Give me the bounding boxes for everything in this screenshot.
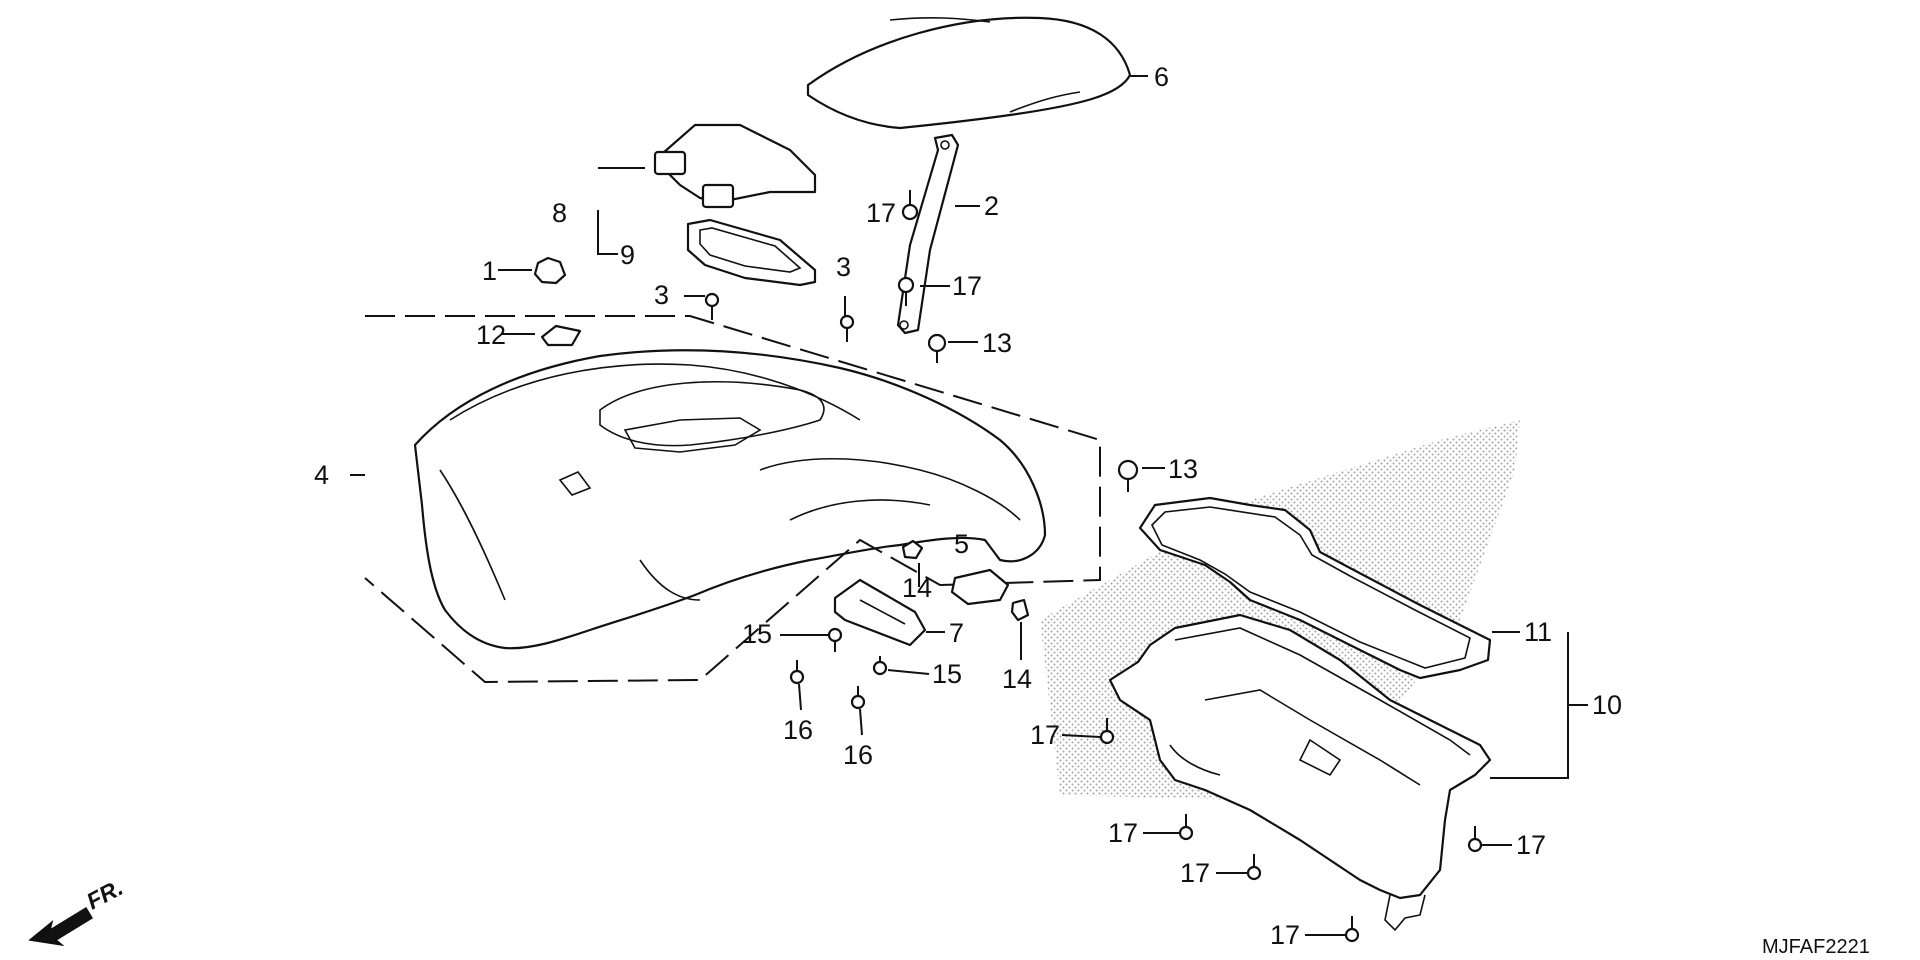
screw-16b[interactable] [850,686,866,710]
callout-13: 13 [982,328,1012,358]
screw-15b[interactable] [872,656,888,676]
callout-14: 14 [1002,664,1032,694]
seal-part-11[interactable] [1138,496,1492,680]
callout-10: 10 [1592,690,1622,720]
callout-1: 1 [482,256,497,286]
screw-3a[interactable] [704,292,720,320]
screw-17-low1[interactable] [1178,814,1194,841]
callout-12: 12 [476,320,506,350]
pad-part-5[interactable] [950,568,1010,606]
callout-17: 17 [1180,858,1210,888]
callout-9: 9 [620,240,635,270]
callout-16: 16 [783,715,813,745]
screw-15a[interactable] [827,627,843,652]
seal-part-9[interactable] [686,218,817,287]
callout-6: 6 [1154,62,1169,92]
bolt-17-mid[interactable] [897,276,915,306]
leader-lines [350,75,1588,936]
screw-17-right[interactable] [1467,826,1483,853]
screw-3b[interactable] [839,314,855,342]
diagram-code: MJFAF2221 [1762,936,1870,958]
callout-14: 14 [902,573,932,603]
callout-2: 2 [984,191,999,221]
screw-17-low2[interactable] [1246,854,1262,881]
direction-label: FR. [82,874,127,914]
bolt-17-upper[interactable] [901,190,919,221]
callout-17: 17 [1270,920,1300,950]
rear-cowl-part-4[interactable] [413,349,1047,650]
bolt-13a[interactable] [927,333,947,363]
callout-3: 3 [654,280,669,310]
callout-15: 15 [932,659,962,689]
callout-5: 5 [954,529,969,559]
screw-17-left[interactable] [1099,718,1115,745]
callout-17: 17 [952,271,982,301]
callout-7: 7 [949,618,964,648]
callout-11: 11 [1524,617,1552,647]
callout-17: 17 [866,198,896,228]
callout-3: 3 [836,252,851,282]
callout-17: 17 [1516,830,1546,860]
front-direction-arrow-icon: FR. [28,874,127,947]
screw-17-bottom[interactable] [1344,916,1360,943]
callout-8: 8 [552,198,567,228]
pad-part-12[interactable] [540,324,582,347]
top-cover-part-6[interactable] [806,16,1132,130]
plate-part-7[interactable] [833,578,927,647]
tray-part-10[interactable] [1108,613,1492,932]
callouts: 6 2 17 8 9 1 3 3 17 13 12 4 13 5 14 7 15… [314,62,1622,950]
lid-part-8[interactable] [653,123,817,209]
nut-part-14b[interactable] [1010,598,1030,622]
nut-part-14a[interactable] [901,539,924,560]
callout-4: 4 [314,460,329,490]
assembly-outline-4 [364,315,1101,684]
screw-16a[interactable] [789,660,805,685]
callout-17: 17 [1108,818,1138,848]
callout-17: 17 [1030,720,1060,750]
callout-13: 13 [1168,454,1198,484]
callout-16: 16 [843,740,873,770]
clip-part-1[interactable] [533,256,567,285]
callout-15: 15 [742,619,772,649]
bolt-13b[interactable] [1117,459,1139,492]
